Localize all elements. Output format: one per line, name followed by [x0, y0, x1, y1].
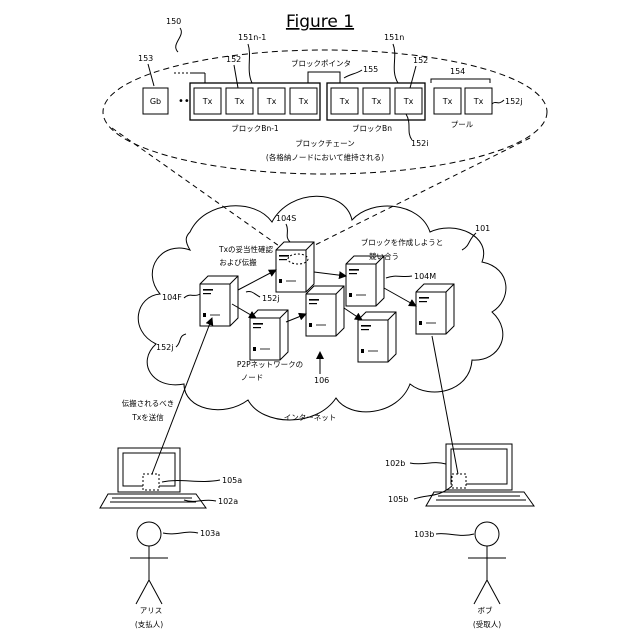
alice-name: アリス [140, 606, 163, 615]
ref-153-leader [148, 64, 154, 86]
ref-104S-leader [286, 224, 290, 242]
bob-computer [426, 444, 534, 506]
ref-102a: 102a [218, 497, 238, 506]
alice-role: (支払人) [135, 619, 163, 629]
ref-150: 150 [166, 17, 181, 26]
compete-text-1: ブロックを作成しようと [361, 237, 444, 247]
propagate-arrow [286, 314, 306, 322]
ref-151n-leader [393, 44, 398, 83]
ref-104F: 104F [162, 293, 182, 302]
propagate-arrow [238, 270, 276, 290]
blockchain-title: ブロックチェーン [295, 138, 355, 148]
ref-104M: 104M [414, 272, 436, 281]
tx-label: Tx [339, 97, 350, 106]
ref-154: 154 [450, 67, 465, 76]
ref-152j-top: 152j [505, 97, 523, 106]
bob-name: ボブ [478, 605, 493, 615]
ref-152j-left: 152j [156, 343, 174, 352]
ref-104F-leader [184, 294, 200, 298]
tx-label: Tx [371, 97, 382, 106]
genesis-block-label: Gb [150, 97, 161, 106]
validate-text-2: および伝搬 [219, 257, 257, 267]
ref-106: 106 [314, 376, 329, 385]
bob-wallet [452, 474, 466, 488]
block-pointer-line [308, 72, 340, 83]
storage-node-104S [276, 242, 314, 292]
ref-104M-leader [386, 276, 412, 278]
tx-label: Tx [298, 97, 309, 106]
ref-152j-mid-leader [246, 291, 260, 297]
ref-101-leader [462, 233, 476, 250]
ref-155: 155 [363, 65, 378, 74]
tx-label: Tx [473, 97, 484, 106]
ref-152j-mid: 152j [262, 294, 280, 303]
ref-102b: 102b [385, 459, 405, 468]
mining-node-104M [416, 284, 454, 334]
send-arrow [152, 318, 212, 474]
internet-label: インターネット [284, 413, 337, 422]
ref-151n-1-leader [248, 44, 252, 83]
ref-152j-top-leader [492, 100, 504, 104]
figure-title: Figure 1 [286, 12, 354, 32]
ref-152-a: 152 [226, 55, 241, 64]
compete-text-2: 競い合う [369, 251, 399, 261]
ref-153: 153 [138, 54, 153, 63]
bob-role: (受取人) [473, 619, 501, 629]
ref-152i: 152i [411, 139, 429, 148]
p2p-text-2: ノード [241, 373, 264, 382]
bob-network-link [432, 336, 458, 474]
ref-104S: 104S [276, 214, 296, 223]
validate-text-1: Txの妥当性確認 [218, 244, 274, 254]
tx-label: Tx [234, 97, 245, 106]
ref-151n-1: 151n-1 [238, 33, 266, 42]
alice-wallet [143, 474, 159, 490]
p2p-node [358, 312, 396, 362]
block-bn-1-label: ブロックBn-1 [231, 123, 279, 133]
ref-105b: 105b [388, 495, 408, 504]
block-bn-label: ブロックBn [352, 123, 392, 133]
p2p-text-1: P2Pネットワークの [237, 360, 303, 369]
block-pointer-label: ブロックポインタ [291, 58, 351, 68]
tx-label: Tx [403, 97, 414, 106]
ref-103a: 103a [200, 529, 220, 538]
ref-101: 101 [475, 224, 490, 233]
alice-figure [130, 522, 168, 604]
ref-150-leader [176, 28, 182, 52]
p2p-node [306, 286, 344, 336]
send-text-1: 伝搬されるべき [122, 398, 175, 408]
propagate-arrow [384, 288, 416, 306]
ref-105a: 105a [222, 476, 242, 485]
blockchain-note: (各格納ノードにおいて維持される) [266, 152, 384, 162]
send-text-2: Txを送信 [131, 412, 164, 422]
propagate-arrow [314, 272, 346, 276]
ref-102b-leader [410, 463, 446, 464]
ref-103a-leader [163, 532, 198, 534]
pool-bracket [431, 79, 490, 83]
ref-155-leader [344, 70, 362, 78]
pool-label: プール [451, 120, 474, 129]
mining-node [346, 256, 384, 306]
zoom-line-left [112, 128, 282, 248]
tx-label: Tx [442, 97, 453, 106]
ref-151n: 151n [384, 33, 404, 42]
ref-103b: 103b [414, 530, 434, 539]
tx-label: Tx [202, 97, 213, 106]
tx-label: Tx [266, 97, 277, 106]
ref-103b-leader [436, 534, 474, 536]
ref-152-b: 152 [413, 56, 428, 65]
forwarding-node-104F [200, 276, 238, 326]
propagate-arrow [344, 308, 362, 320]
ref-152j-left-leader [176, 334, 186, 347]
